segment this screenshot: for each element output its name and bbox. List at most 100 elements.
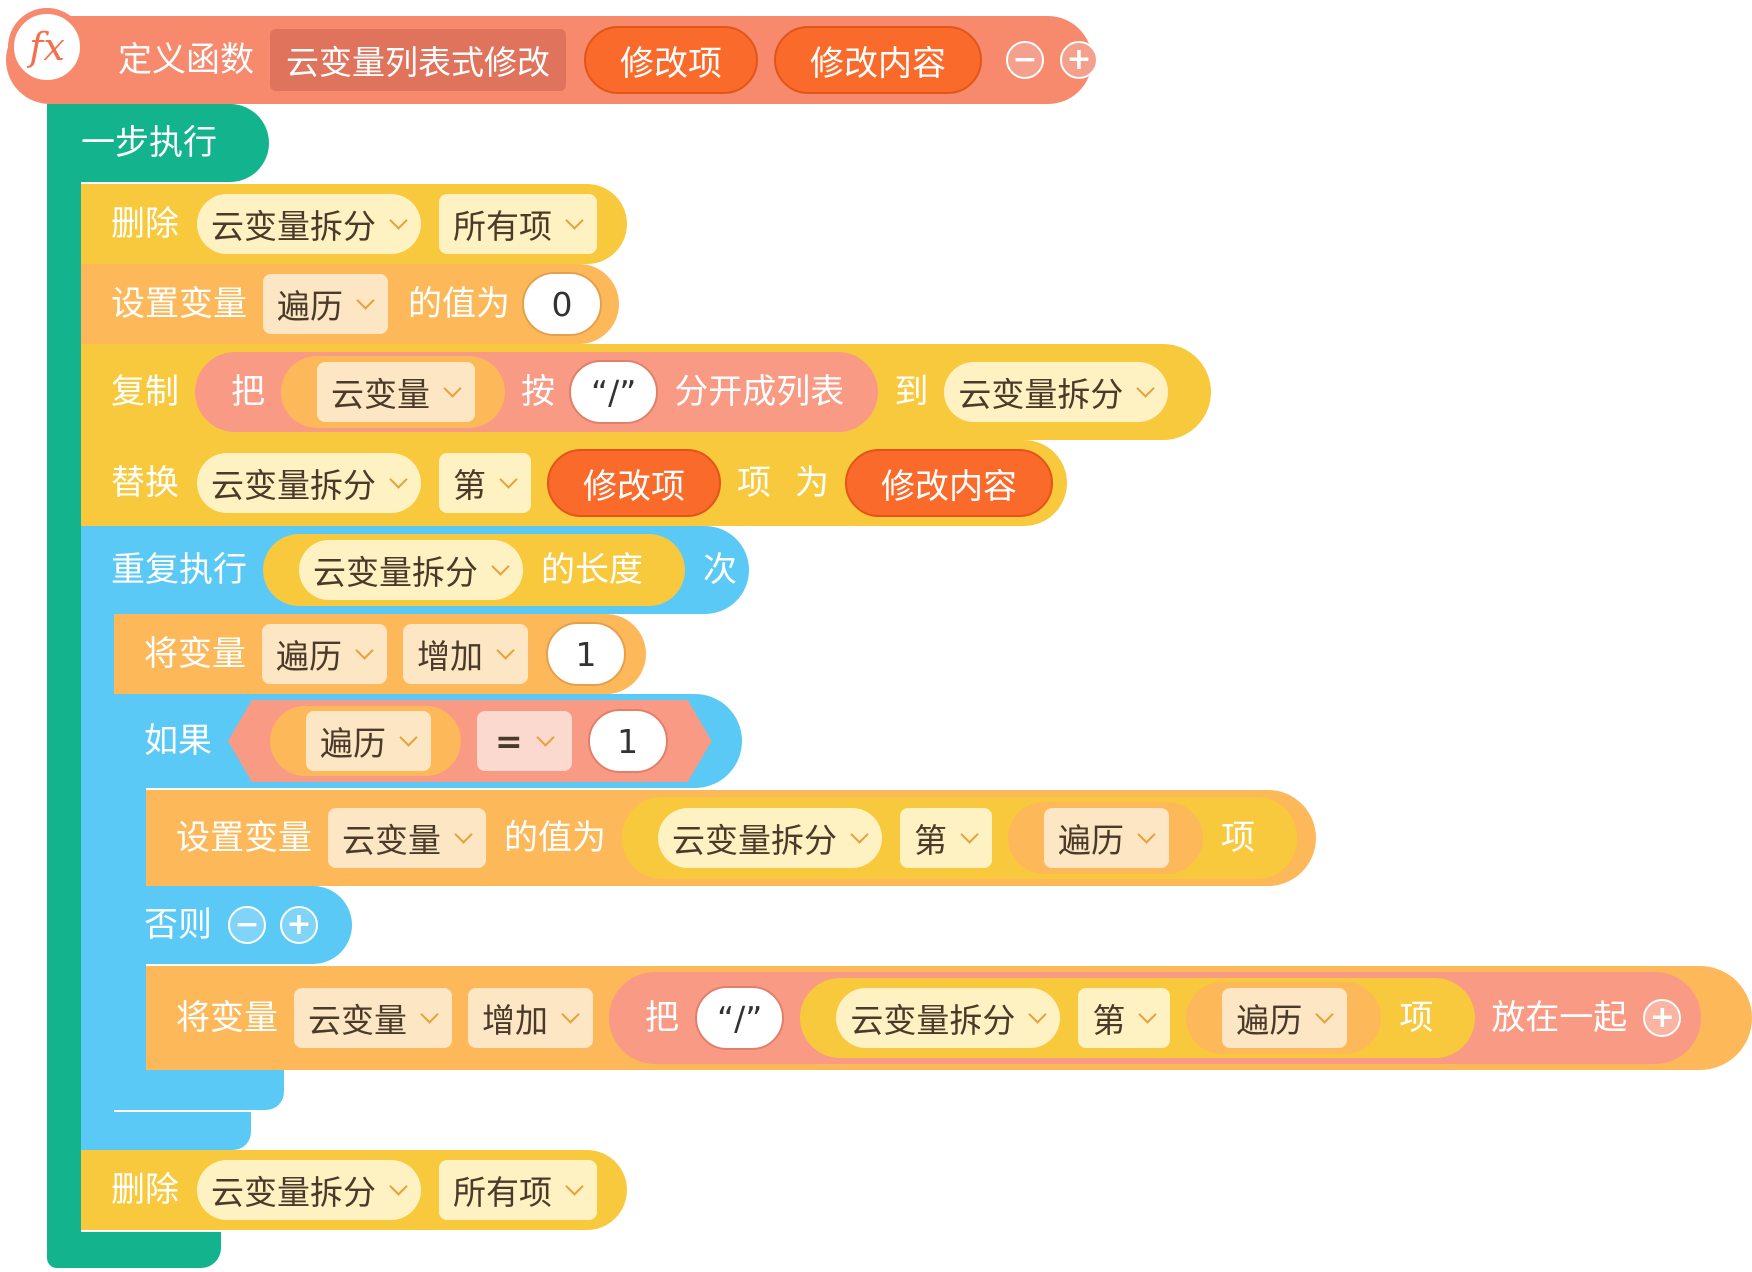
list-dropdown[interactable]: 云变量拆分: [197, 194, 421, 254]
split-string-reporter[interactable]: 把 云变量 按 “/” 分开成列表: [195, 352, 879, 432]
value-of-label: 的值为: [504, 818, 606, 858]
replace-label: 替换: [111, 463, 179, 503]
delete-all-block-1[interactable]: 删除 云变量拆分 所有项: [81, 184, 627, 264]
increase-label: 将变量: [144, 634, 246, 674]
separator-input[interactable]: “/”: [569, 360, 659, 424]
else-label: 否则: [144, 905, 212, 945]
chevron-down-icon: [420, 1004, 439, 1024]
copy-label: 复制: [111, 372, 179, 412]
ba-label: 把: [231, 372, 265, 412]
chevron-down-icon: [491, 556, 510, 576]
variable-reporter[interactable]: 云变量: [281, 356, 505, 428]
chevron-down-icon: [1137, 824, 1156, 844]
operation-dropdown[interactable]: 增加: [403, 624, 528, 684]
replace-block[interactable]: 替换 云变量拆分 第 修改项 项 为 修改内容: [81, 440, 1067, 526]
else-section[interactable]: 否则 − +: [114, 886, 352, 964]
variable-dropdown[interactable]: 遍历: [263, 274, 388, 334]
length-label: 的长度: [541, 550, 643, 590]
variable-dropdown[interactable]: 遍历: [1222, 988, 1348, 1048]
list-dropdown[interactable]: 云变量拆分: [299, 540, 523, 600]
if-else-block[interactable]: 如果 遍历 = 1: [114, 694, 742, 788]
copy-block[interactable]: 复制 把 云变量 按 “/” 分开成列表 到 云变量拆分: [81, 344, 1211, 440]
variable-dropdown[interactable]: 遍历: [306, 711, 431, 771]
variable-reporter[interactable]: 遍历: [270, 706, 461, 776]
list-dropdown[interactable]: 云变量拆分: [197, 1160, 421, 1220]
step-exec-label: 一步执行: [81, 123, 217, 163]
value-input[interactable]: 0: [522, 272, 602, 336]
fx-icon: fx: [8, 8, 86, 86]
chevron-down-icon: [1315, 1004, 1335, 1024]
chevron-down-icon: [536, 728, 554, 746]
dao-label: 到: [894, 372, 929, 412]
chevron-down-icon: [565, 1176, 584, 1196]
index-variable-reporter[interactable]: 遍历: [1186, 982, 1382, 1054]
set-variable-block-2[interactable]: 设置变量 云变量 的值为 云变量拆分 第 遍历 项: [146, 790, 1316, 886]
variable-dropdown[interactable]: 云变量: [328, 808, 486, 868]
set-variable-label: 设置变量: [176, 818, 312, 858]
join-string-reporter[interactable]: 把 “/” 云变量拆分 第 遍历 项 放在一起 +: [609, 972, 1702, 1064]
set-variable-block-1[interactable]: 设置变量 遍历 的值为 0: [81, 264, 619, 344]
list-dropdown[interactable]: 云变量拆分: [836, 988, 1061, 1048]
index-variable-reporter[interactable]: 遍历: [1008, 802, 1203, 874]
ba-label: 把: [645, 998, 679, 1038]
delete-all-block-2[interactable]: 删除 云变量拆分 所有项: [81, 1150, 627, 1230]
chevron-down-icon: [389, 1176, 408, 1196]
increase-variable-block-1[interactable]: 将变量 遍历 增加 1: [114, 614, 646, 694]
list-dropdown[interactable]: 云变量拆分: [658, 808, 882, 868]
repeat-label: 重复执行: [111, 550, 247, 590]
variable-dropdown[interactable]: 遍历: [1044, 808, 1169, 868]
chevron-down-icon: [496, 640, 515, 660]
separator-input[interactable]: “/”: [695, 986, 785, 1050]
remove-param-button[interactable]: −: [1006, 41, 1044, 79]
variable-dropdown[interactable]: 云变量: [317, 362, 475, 422]
xiang-label: 项: [737, 463, 771, 503]
target-list-dropdown[interactable]: 云变量拆分: [944, 362, 1169, 422]
step-exec-arm: [47, 104, 81, 1264]
function-definition-block[interactable]: 定义函数 云变量列表式修改 修改项 修改内容 − +: [6, 16, 1098, 104]
repeat-bottom: [81, 1112, 251, 1150]
index-mode-dropdown[interactable]: 第: [900, 808, 992, 868]
chevron-down-icon: [1028, 1004, 1048, 1024]
operation-dropdown[interactable]: 增加: [468, 988, 593, 1048]
chevron-down-icon: [389, 469, 408, 489]
list-item-reporter[interactable]: 云变量拆分 第 遍历 项: [800, 978, 1476, 1058]
compare-reporter[interactable]: 遍历 = 1: [228, 700, 712, 782]
add-branch-button[interactable]: +: [280, 906, 318, 944]
variable-dropdown[interactable]: 遍历: [262, 624, 387, 684]
increase-value-input[interactable]: 1: [546, 622, 626, 686]
increase-variable-block-2[interactable]: 将变量 云变量 增加 把 “/” 云变量拆分 第 遍历 项 放在一起 +: [146, 966, 1752, 1070]
chevron-down-icon: [443, 378, 462, 398]
variable-dropdown[interactable]: 云变量: [294, 988, 452, 1048]
an-label: 按: [521, 372, 555, 412]
times-label: 次: [703, 550, 737, 590]
param-modify-content-reporter[interactable]: 修改内容: [845, 449, 1053, 517]
chevron-down-icon: [454, 824, 473, 844]
value-of-label: 的值为: [408, 284, 510, 324]
chevron-down-icon: [1136, 378, 1156, 398]
chevron-down-icon: [389, 210, 408, 230]
xiang-label: 项: [1221, 818, 1255, 858]
param-modify-content[interactable]: 修改内容: [774, 26, 982, 94]
repeat-block[interactable]: 重复执行 云变量拆分 的长度 次: [81, 526, 749, 614]
list-item-reporter[interactable]: 云变量拆分 第 遍历 项: [622, 797, 1297, 879]
list-length-reporter[interactable]: 云变量拆分 的长度: [263, 534, 685, 606]
list-dropdown[interactable]: 云变量拆分: [197, 453, 421, 513]
function-name-field[interactable]: 云变量列表式修改: [270, 29, 566, 91]
index-mode-dropdown[interactable]: 第: [1078, 988, 1171, 1048]
comparison-operator-dropdown[interactable]: =: [477, 711, 572, 771]
chevron-down-icon: [565, 210, 584, 230]
chevron-down-icon: [356, 290, 375, 310]
item-dropdown[interactable]: 所有项: [439, 194, 597, 254]
index-mode-dropdown[interactable]: 第: [439, 453, 531, 513]
add-param-button[interactable]: +: [1060, 41, 1098, 79]
remove-branch-button[interactable]: −: [228, 906, 266, 944]
item-dropdown[interactable]: 所有项: [439, 1160, 597, 1220]
chevron-down-icon: [850, 824, 869, 844]
chevron-down-icon: [960, 824, 979, 844]
step-exec-block[interactable]: 一步执行: [47, 104, 269, 182]
add-join-item-button[interactable]: +: [1643, 999, 1682, 1037]
param-modify-item-reporter[interactable]: 修改项: [547, 449, 721, 517]
split-list-label: 分开成列表: [674, 372, 845, 412]
compare-value-input[interactable]: 1: [588, 709, 668, 773]
param-modify-item[interactable]: 修改项: [584, 26, 758, 94]
